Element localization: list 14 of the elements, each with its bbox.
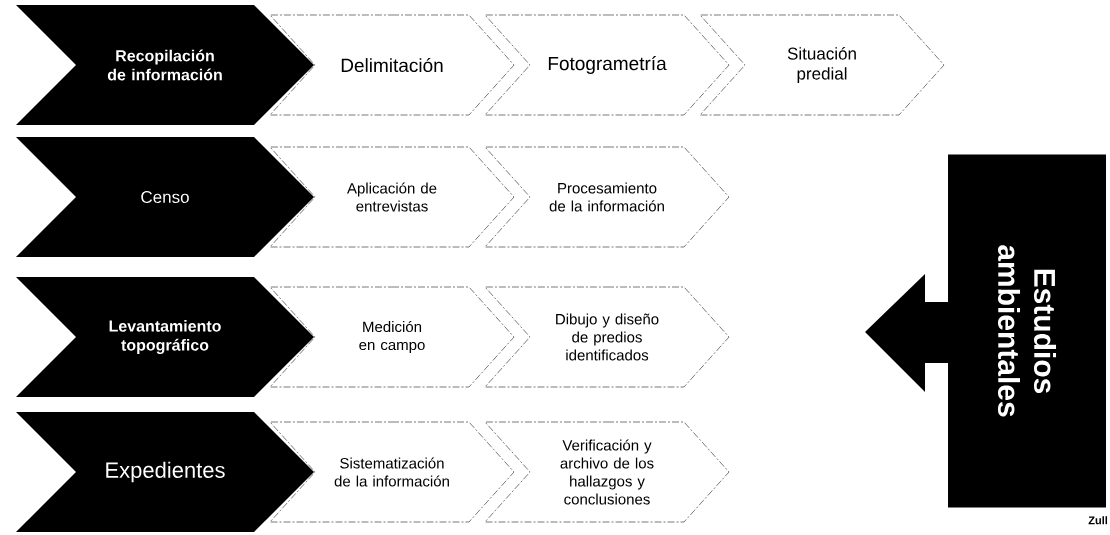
phase-box: Expedientes bbox=[16, 412, 314, 532]
arrow-box: Estudios ambientales bbox=[865, 154, 1106, 508]
step-box: Delimitación bbox=[269, 14, 515, 116]
step-box: Situación predial bbox=[699, 14, 945, 116]
step-box: Verificación y archivo de los hallazgos y conclusiones bbox=[484, 421, 730, 523]
phase-box: Censo bbox=[16, 137, 314, 257]
phase-box: Levantamiento topográfico bbox=[16, 277, 314, 397]
step-box: Dibujo y diseño de predios identificados bbox=[484, 286, 730, 388]
step-box: Fotogrametría bbox=[484, 14, 730, 116]
step-box: Procesamiento de la información bbox=[484, 146, 730, 248]
phase-box: Recopilación de información bbox=[16, 5, 314, 125]
step-box: Aplicación de entrevistas bbox=[269, 146, 515, 248]
step-box: Sistematización de la información bbox=[269, 421, 515, 523]
step-box: Medición en campo bbox=[269, 286, 515, 388]
